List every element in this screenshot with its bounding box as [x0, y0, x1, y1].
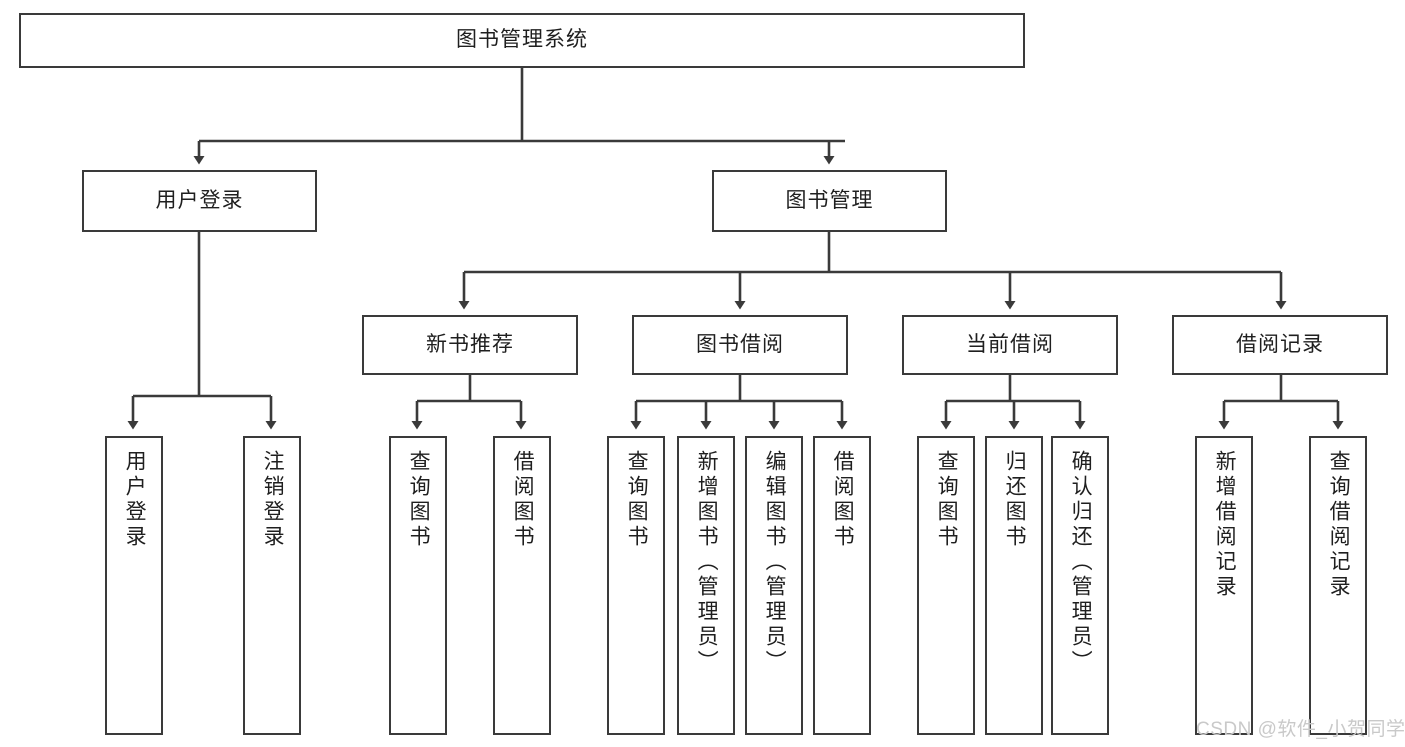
node-current-borrow-label: 当前借阅 [966, 332, 1054, 356]
leaf-current-confirm-return-label: 确认归还（管理员） [1069, 450, 1093, 675]
node-book-management-label: 图书管理 [785, 188, 874, 212]
leaf-record-query-record-label: 查询借阅记录 [1327, 450, 1351, 600]
node-new-book-recommend-label: 新书推荐 [426, 332, 514, 356]
leaf-logout[interactable]: 注销登录 [243, 436, 301, 735]
node-book-management[interactable]: 图书管理 [712, 170, 947, 232]
leaf-user-login[interactable]: 用户登录 [105, 436, 163, 735]
leaf-newbook-borrow-book[interactable]: 借阅图书 [493, 436, 551, 735]
leaf-newbook-borrow-book-label: 借阅图书 [511, 450, 535, 550]
node-current-borrow[interactable]: 当前借阅 [902, 315, 1118, 375]
leaf-current-confirm-return[interactable]: 确认归还（管理员） [1051, 436, 1109, 735]
leaf-borrow-edit-book[interactable]: 编辑图书（管理员） [745, 436, 803, 735]
leaf-borrow-add-book[interactable]: 新增图书（管理员） [677, 436, 735, 735]
node-borrow-record-label: 借阅记录 [1236, 332, 1324, 356]
node-root-label: 图书管理系统 [456, 28, 588, 52]
leaf-current-query-book[interactable]: 查询图书 [917, 436, 975, 735]
node-root[interactable]: 图书管理系统 [19, 13, 1025, 68]
leaf-newbook-query-book[interactable]: 查询图书 [389, 436, 447, 735]
leaf-borrow-query-book-label: 查询图书 [625, 450, 649, 550]
leaf-record-add-record-label: 新增借阅记录 [1213, 450, 1237, 600]
leaf-logout-label: 注销登录 [261, 450, 285, 550]
node-book-borrow[interactable]: 图书借阅 [632, 315, 848, 375]
leaf-borrow-query-book[interactable]: 查询图书 [607, 436, 665, 735]
node-user-login[interactable]: 用户登录 [82, 170, 317, 232]
node-book-borrow-label: 图书借阅 [696, 332, 784, 356]
leaf-user-login-label: 用户登录 [123, 450, 147, 550]
csdn-watermark: CSDN @软件_小贺同学 [1196, 719, 1405, 740]
leaf-newbook-query-book-label: 查询图书 [407, 450, 431, 550]
leaf-current-return-book[interactable]: 归还图书 [985, 436, 1043, 735]
node-borrow-record[interactable]: 借阅记录 [1172, 315, 1388, 375]
node-user-login-label: 用户登录 [155, 188, 244, 212]
leaf-record-add-record[interactable]: 新增借阅记录 [1195, 436, 1253, 735]
leaf-record-query-record[interactable]: 查询借阅记录 [1309, 436, 1367, 735]
leaf-current-return-book-label: 归还图书 [1003, 450, 1027, 550]
leaf-current-query-book-label: 查询图书 [935, 450, 959, 550]
leaf-borrow-add-book-label: 新增图书（管理员） [695, 450, 719, 675]
leaf-borrow-edit-book-label: 编辑图书（管理员） [763, 450, 787, 675]
leaf-borrow-borrow-book[interactable]: 借阅图书 [813, 436, 871, 735]
leaf-borrow-borrow-book-label: 借阅图书 [831, 450, 855, 550]
node-new-book-recommend[interactable]: 新书推荐 [362, 315, 578, 375]
